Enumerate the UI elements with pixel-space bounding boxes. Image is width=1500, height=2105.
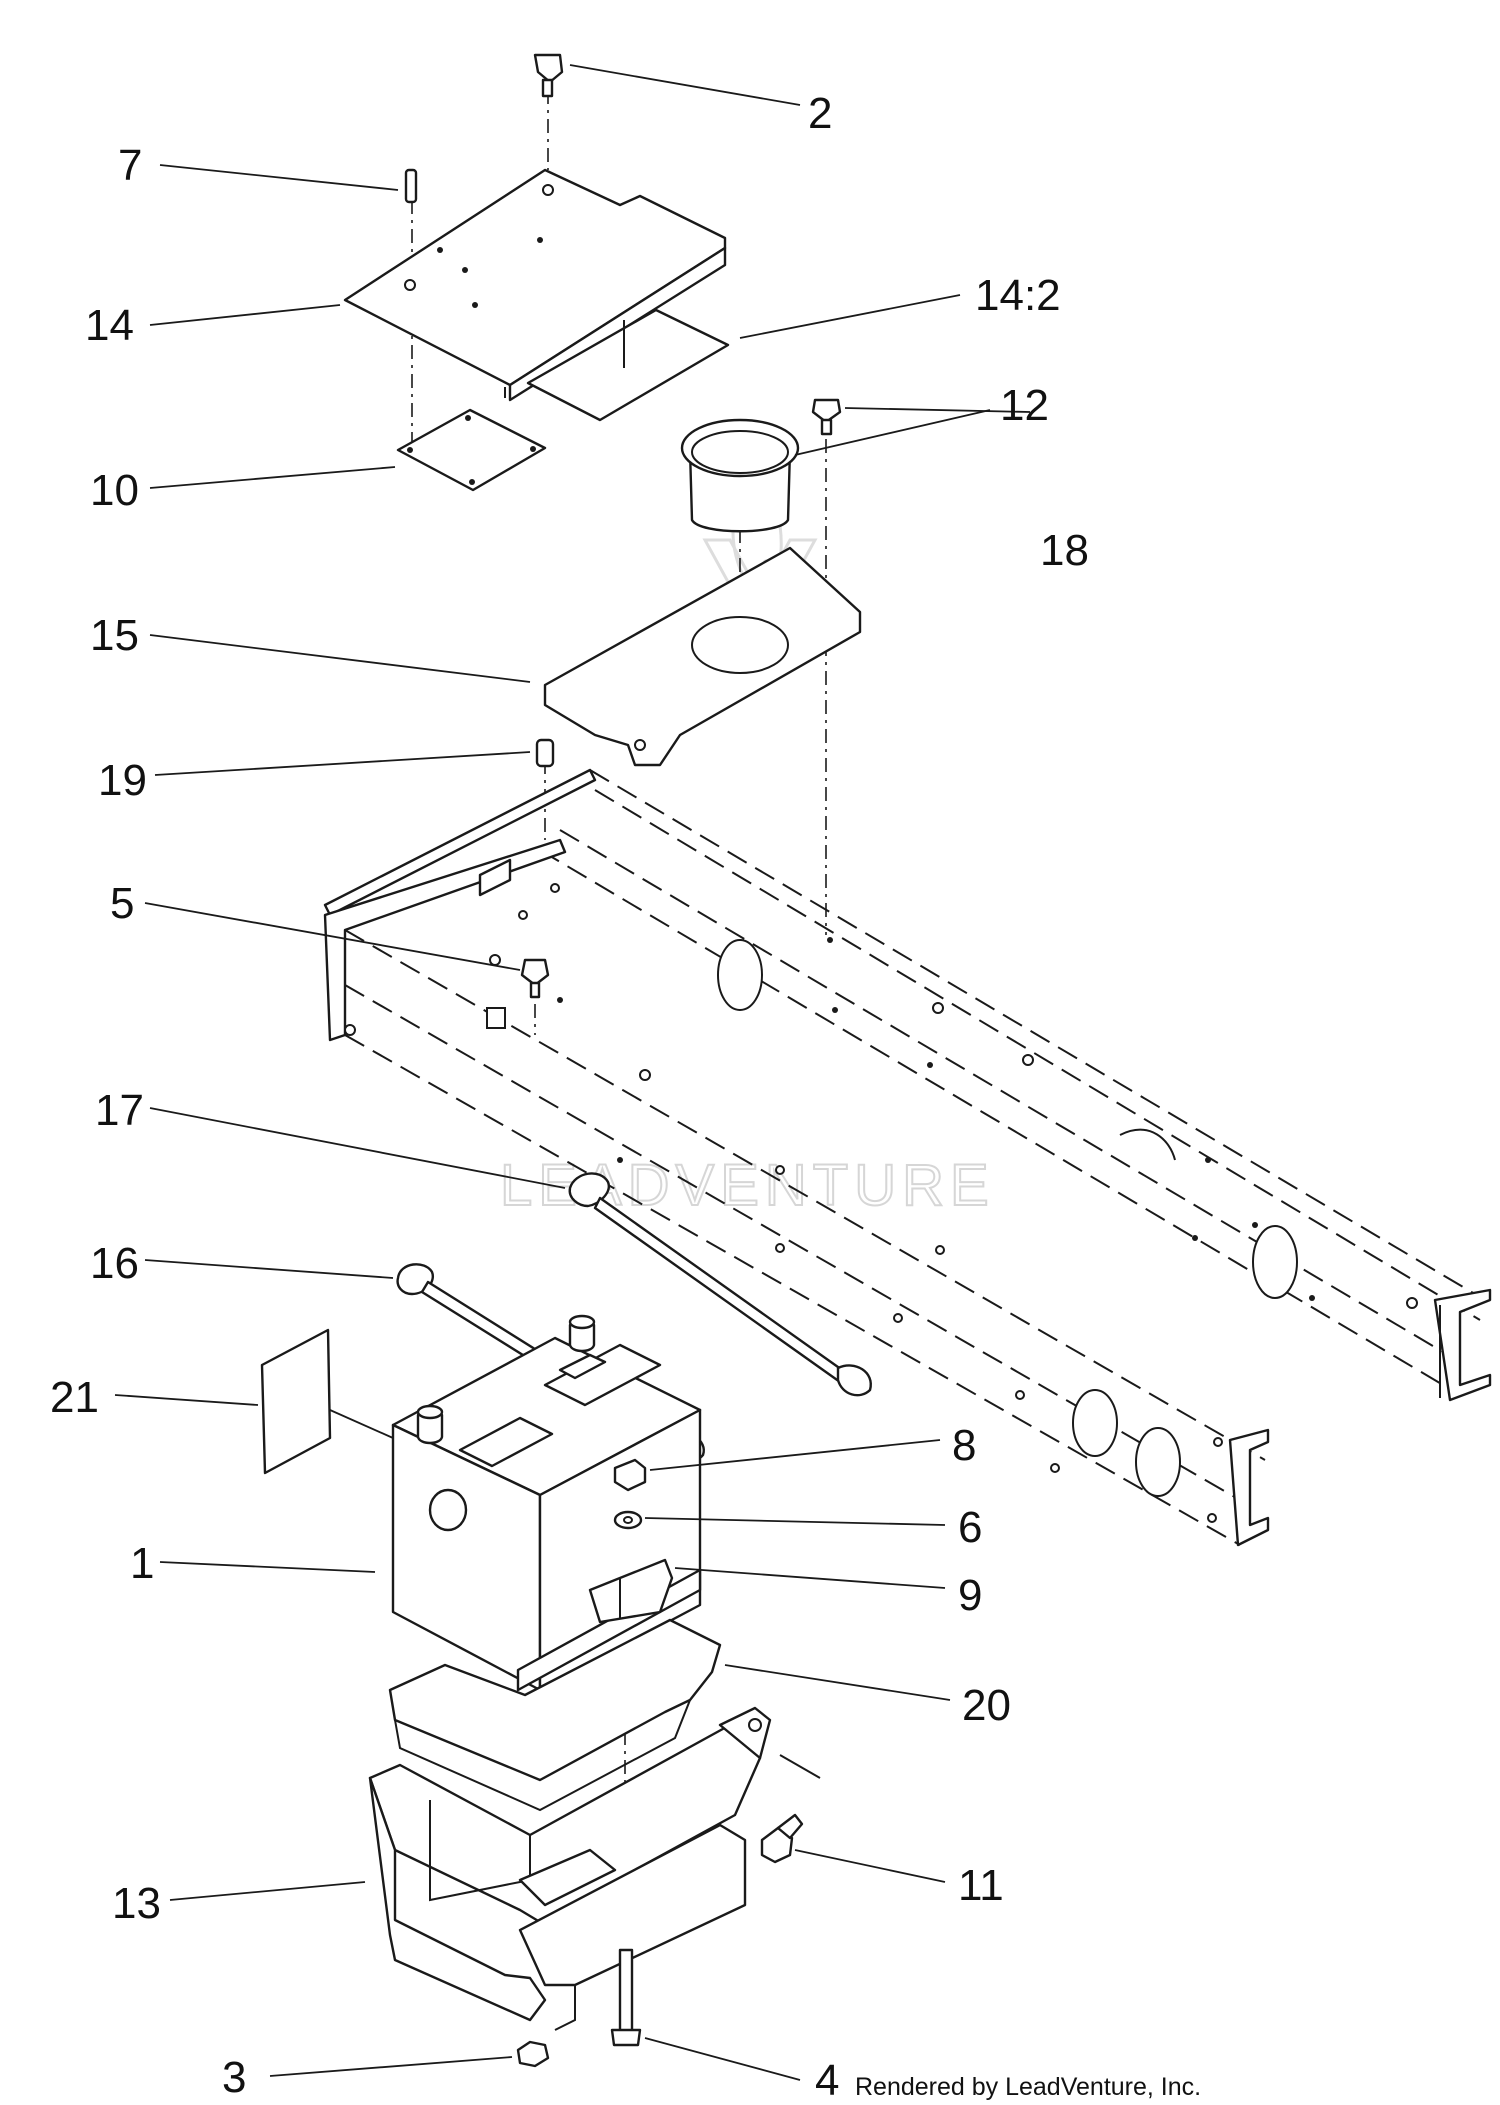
leader-17	[149, 1107, 566, 1189]
callout-labels: 2 7 14 14:2 12 10 18 15 19 5 17 16 21 8 …	[50, 89, 1089, 2105]
leader-12	[794, 409, 991, 456]
callout-5: 5	[110, 879, 134, 928]
part-10-gasket	[396, 408, 547, 492]
callout-14: 14	[85, 301, 134, 350]
leader-10	[149, 466, 396, 489]
part-12-cup-holder	[680, 418, 800, 533]
leader-14-2	[739, 294, 961, 339]
callout-18: 18	[1040, 526, 1089, 575]
leader-1	[159, 1561, 376, 1573]
callout-21: 21	[50, 1373, 99, 1422]
leader-20	[724, 1664, 951, 1701]
leader-15	[149, 634, 531, 683]
part-21-decal	[260, 1328, 332, 1475]
part-18-bolt	[811, 398, 842, 436]
leader-4	[644, 2037, 801, 2081]
part-7-pin	[404, 168, 418, 204]
leader-lines	[114, 64, 1031, 2081]
callout-16: 16	[90, 1239, 139, 1288]
leader-3	[269, 2056, 513, 2077]
part-5-bolt	[520, 958, 550, 999]
callout-19: 19	[98, 756, 147, 805]
callout-9: 9	[958, 1571, 982, 1620]
callout-13: 13	[112, 1879, 161, 1928]
callout-7: 7	[118, 141, 142, 190]
callout-11: 11	[958, 1861, 1004, 1910]
part-20-tray	[388, 1618, 722, 1812]
frame-lower-rail	[323, 838, 1270, 1547]
callout-12: 12	[1000, 381, 1049, 430]
part-11-bolt	[760, 1813, 804, 1864]
callout-10: 10	[90, 466, 139, 515]
callout-4: 4	[815, 2056, 839, 2105]
leader-14	[149, 304, 341, 326]
part-6-washer	[613, 1510, 643, 1530]
part-14-2-decal	[526, 308, 730, 422]
part-8-nut	[613, 1458, 647, 1492]
callout-17: 17	[95, 1086, 144, 1135]
leader-16	[144, 1259, 394, 1279]
leader-21	[114, 1394, 259, 1406]
leader-2	[569, 64, 801, 106]
callout-8: 8	[952, 1421, 976, 1470]
part-2-bolt	[533, 53, 564, 98]
leader-8	[649, 1439, 941, 1471]
callout-3: 3	[222, 2053, 246, 2102]
leader-11	[794, 1849, 946, 1883]
callout-20: 20	[962, 1681, 1011, 1730]
part-19-spacer	[535, 738, 555, 768]
part-9-clamp	[588, 1558, 674, 1624]
leader-13	[169, 1881, 366, 1901]
leader-9	[674, 1567, 946, 1589]
render-credit: Rendered by LeadVenture, Inc.	[855, 2073, 1201, 2101]
part-15-bracket	[543, 546, 862, 767]
leader-7	[159, 164, 399, 191]
callout-15: 15	[90, 611, 139, 660]
callout-6: 6	[958, 1503, 982, 1552]
part-17-cable	[568, 1172, 872, 1397]
callout-2: 2	[808, 89, 832, 138]
leader-18	[844, 407, 1031, 413]
part-4-bolt	[610, 1948, 642, 2047]
part-13-bracket	[368, 1706, 821, 2031]
leader-6	[644, 1517, 946, 1526]
callout-14-2: 14:2	[975, 271, 1061, 320]
callout-1: 1	[130, 1539, 154, 1588]
frame-upper-rail	[323, 768, 1492, 1402]
leader-21b	[329, 1409, 394, 1439]
part-3-nut	[516, 2040, 550, 2068]
leader-19	[154, 751, 531, 776]
leader-5	[144, 902, 521, 971]
